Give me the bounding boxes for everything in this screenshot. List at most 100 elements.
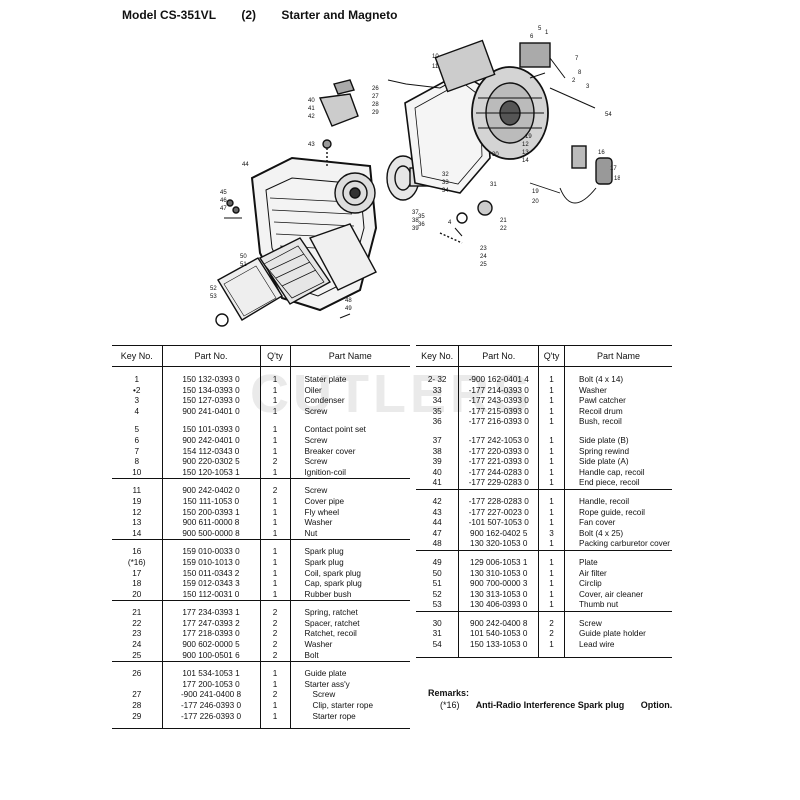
part-name-cell: Bolt (4 x 14) [563,366,672,386]
parts-table-right: Key No. Part No. Q'ty Part Name 2- 32-90… [416,345,672,658]
remark-key: (*16) [440,700,460,710]
key-no-cell: 44 [432,518,442,528]
svg-text:1: 1 [545,30,549,36]
remarks-label: Remarks: [428,688,470,698]
part-no-cell: -177 228-0283 0 [458,488,539,508]
key-no-cell: 8 [134,457,140,467]
qty-cell: 2 [259,640,290,651]
svg-text:29: 29 [372,110,379,116]
qty-cell: 1 [259,446,290,458]
svg-text:6: 6 [530,34,534,40]
qty-cell: 1 [259,661,290,680]
part-name-cell: Contact point set [289,417,410,436]
key-no-cell: 36 [432,417,442,427]
qty-cell: 1 [538,366,565,386]
svg-text:39: 39 [412,226,419,232]
part-name-cell: Bolt [289,650,410,662]
part-no-cell: 900 241-0401 0 [161,406,260,418]
qty-cell: 1 [538,478,565,490]
part-no-cell: 150 011-0343 2 [161,568,260,580]
part-name-cell: Fly wheel [289,507,410,519]
part-name-cell: Cover, air cleaner [563,589,672,601]
svg-text:18: 18 [614,176,620,182]
svg-text:4: 4 [448,220,452,226]
qty-cell: 1 [259,396,290,407]
part-name-cell: Condenser [289,396,410,407]
key-no-cell: 27 [132,690,142,700]
part-name-cell: Nut [289,528,410,540]
part-no-cell: -177 226-0393 0 [161,711,260,730]
part-no-cell: 154 112-0343 0 [161,446,260,458]
key-no-cell: 35 [432,406,442,416]
svg-text:2: 2 [572,78,576,84]
svg-text:3: 3 [586,84,590,90]
svg-text:32: 32 [442,172,449,178]
part-no-cell: 159 010-1013 0 [161,557,260,569]
key-no-cell: 28 [132,701,142,711]
col-part-name: Part Name [289,345,410,367]
part-no-cell: 129 006-1053 1 [458,549,539,569]
part-no-cell: 900 602-0000 5 [161,640,260,651]
part-no-cell: 177 200-1053 0 [161,679,260,691]
svg-text:22: 22 [500,226,507,232]
part-no-cell: 130 320-1053 0 [458,539,539,551]
key-no-cell: 51 [432,579,442,589]
svg-text:53: 53 [210,294,217,300]
qty-cell: 2 [259,629,290,641]
part-name-cell: Thumb nut [563,600,672,612]
qty-cell: 1 [259,589,290,601]
col-part-no: Part No. [458,345,539,367]
key-no-cell: 34 [432,396,442,406]
part-no-cell: 150 133-1053 0 [458,640,539,658]
part-name-cell: Stater plate [289,366,410,386]
qty-cell: 1 [259,518,290,529]
svg-text:23: 23 [480,246,487,252]
part-name-cell: Starter rope [289,711,410,730]
key-no-cell: 37 [432,435,442,445]
key-no-cell: 21 [112,600,162,619]
key-no-cell: 41 [432,478,442,488]
svg-text:19: 19 [532,189,539,195]
key-no-cell: 30 [416,610,459,630]
qty-cell: 1 [538,427,565,447]
qty-cell: 2 [259,478,290,497]
table-header-row: Key No. Part No. Q'ty Part Name [112,345,410,367]
part-no-cell: 150 134-0393 0 [161,385,260,397]
part-name-cell: Packing carburetor cover [563,539,672,551]
part-name-cell: Screw [289,690,410,702]
part-name-cell: Oiler [289,385,410,397]
qty-cell: 1 [538,507,565,519]
part-name-cell: Plate [563,549,672,569]
qty-cell: 1 [538,417,565,428]
key-no-cell: 17 [132,568,142,578]
svg-text:7: 7 [575,56,579,62]
svg-text:30: 30 [492,152,499,158]
part-name-cell: Washer [289,518,410,529]
part-name-cell: Washer [289,640,410,651]
part-name-cell: Spark plug [289,557,410,569]
part-name-cell: Rope guide, recoil [563,507,672,519]
part-no-cell: -177 214-0393 0 [458,385,539,397]
part-name-cell: Cover pipe [289,496,410,508]
svg-text:8: 8 [578,70,582,76]
part-name-cell: Breaker cover [289,446,410,458]
